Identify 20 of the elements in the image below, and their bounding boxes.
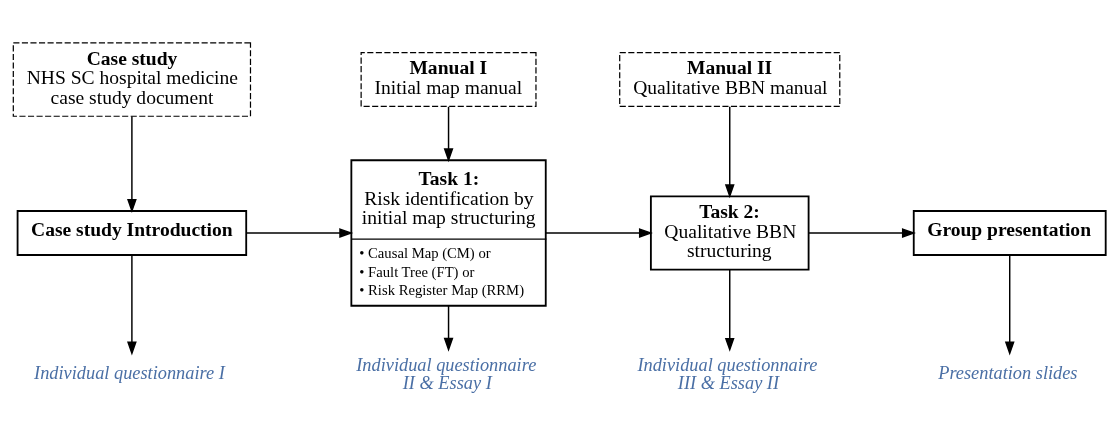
arrow bbox=[545, 228, 653, 238]
node-box: Manual I Initial map manual bbox=[360, 52, 537, 108]
arrow bbox=[245, 228, 354, 238]
node-box: Case study NHS SC hospital medicine case study document bbox=[12, 42, 252, 117]
arrow bbox=[443, 106, 454, 163]
arrow bbox=[127, 115, 137, 213]
arrow bbox=[443, 305, 454, 352]
node-text: Individual questionnaire III & Essay II bbox=[637, 354, 818, 393]
arrow bbox=[724, 106, 735, 199]
node-text: Individual questionnaire I bbox=[34, 362, 225, 383]
node-box: Task 2: Qualitative BBN structuring bbox=[649, 195, 810, 271]
arrow bbox=[1004, 254, 1015, 356]
arrow bbox=[808, 228, 916, 238]
arrow bbox=[724, 269, 735, 352]
node-box: Case study Introduction bbox=[16, 210, 248, 256]
node-box: Group presentation bbox=[912, 210, 1107, 256]
node-box: Manual II Qualitative BBN manual bbox=[619, 52, 841, 108]
node-text: Presentation slides bbox=[938, 362, 1078, 383]
node-text: Individual questionnaire II & Essay I bbox=[356, 354, 537, 393]
arrow bbox=[127, 254, 137, 356]
